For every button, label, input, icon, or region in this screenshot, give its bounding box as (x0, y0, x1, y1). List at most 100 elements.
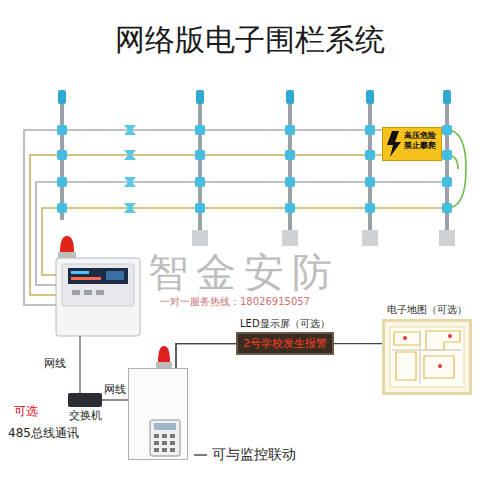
insulators (195, 203, 205, 213)
warning-sign (382, 127, 442, 161)
insulators (124, 150, 136, 160)
alarm-host (154, 441, 159, 445)
controller (72, 290, 80, 295)
insulators (57, 177, 67, 187)
controller (106, 271, 124, 280)
insulators (195, 125, 205, 135)
fence-poles (445, 95, 449, 235)
sign-text: 高压危险 禁止攀爬 (404, 131, 438, 151)
warning-sign: 高压危险 禁止攀爬 (382, 127, 442, 161)
alarm-host (194, 454, 207, 455)
alarm-host (154, 434, 159, 438)
cable-label: 网线 (44, 357, 66, 370)
insulators (365, 177, 375, 187)
led-heading: LED显示屏（可选） (240, 318, 330, 330)
map-picture (385, 322, 469, 392)
fence-wires (62, 181, 447, 183)
alarm-host (170, 434, 175, 438)
insulators (442, 203, 452, 213)
optional-note: 可选 (14, 404, 38, 418)
insulators (286, 90, 294, 104)
alarm-host (170, 448, 175, 452)
led-screen: 2号学校发生报警 (236, 332, 334, 355)
alarm-host (128, 346, 207, 460)
insulators (365, 203, 375, 213)
network-cable (102, 399, 128, 400)
fence-poles (192, 230, 208, 246)
controller (96, 290, 104, 295)
insulators (57, 203, 67, 213)
insulators (285, 177, 295, 187)
fence-poles (362, 230, 378, 246)
controller (60, 236, 74, 252)
insulators (365, 150, 375, 160)
controller (62, 264, 134, 306)
diagram-title: 网络版电子围栏系统 (0, 22, 500, 58)
map-picture (390, 327, 464, 387)
insulators (58, 90, 66, 104)
alarm-host (154, 423, 176, 430)
fence-poles (60, 95, 455, 246)
map-heading: 电子地图（可选） (387, 304, 467, 316)
alarm-host (170, 441, 175, 445)
hotline-watermark: 一对一服务热线：18026915057 (160, 296, 310, 308)
insulators (366, 90, 374, 104)
insulators (57, 125, 67, 135)
alarm-host (162, 434, 167, 438)
map-picture (448, 334, 452, 338)
fence-poles (282, 230, 298, 246)
fence-poles (198, 95, 202, 235)
insulators (57, 150, 67, 160)
alarm-host (158, 346, 170, 362)
insulators (195, 150, 205, 160)
warning-sign (387, 131, 401, 157)
fence-poles (439, 230, 455, 246)
insulators (57, 90, 452, 213)
controller (68, 268, 128, 284)
insulators (365, 125, 375, 135)
map-picture (438, 364, 442, 368)
insulators (285, 125, 295, 135)
cable-label: 网线 (103, 383, 127, 396)
bus-note: 485总线通讯 (8, 426, 79, 440)
controller (79, 336, 80, 393)
controller (58, 252, 76, 258)
insulators (442, 177, 452, 187)
map-picture (394, 331, 460, 380)
insulators (442, 125, 452, 135)
controller (56, 258, 140, 336)
alarm-host (162, 441, 167, 445)
warning-sign (382, 127, 442, 161)
map-frame (382, 319, 472, 395)
linkage-note: 可与监控联动 (212, 446, 296, 463)
insulators (124, 203, 136, 213)
map-picture (403, 336, 407, 340)
fence-wires (447, 130, 466, 208)
switch-body (68, 393, 102, 407)
network-cable (176, 344, 236, 368)
insulators (195, 177, 205, 187)
fence-wires (62, 207, 447, 209)
led-message: 2号学校发生报警 (243, 337, 327, 350)
map-picture (392, 330, 462, 384)
alarm-host (150, 420, 180, 456)
watermark: 智金安防 (148, 252, 340, 292)
insulators (124, 125, 136, 135)
fence-poles (368, 95, 372, 235)
insulators (442, 150, 452, 160)
insulators (196, 90, 204, 104)
insulators (124, 177, 136, 187)
controller (84, 290, 92, 295)
switch-label: 交换机 (69, 409, 102, 422)
insulators (285, 203, 295, 213)
fence-poles (288, 95, 292, 235)
map-picture (385, 322, 469, 392)
controller (71, 271, 89, 274)
host-box (128, 368, 188, 460)
insulators (285, 150, 295, 160)
insulators (443, 90, 451, 104)
alarm-host (128, 368, 188, 460)
